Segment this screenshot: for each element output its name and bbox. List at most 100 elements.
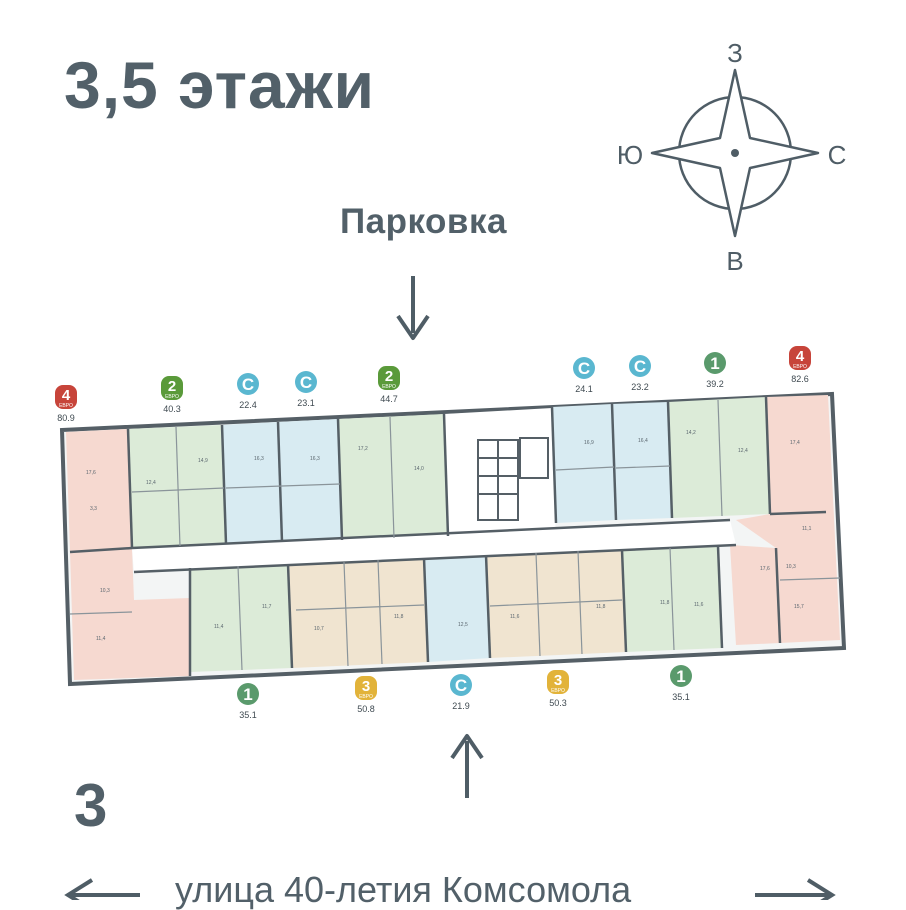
apartment-type-label: С [578, 359, 590, 378]
svg-text:17,2: 17,2 [358, 446, 368, 452]
svg-text:12,4: 12,4 [146, 480, 156, 486]
apartment-markers: 4ЕВРО80.92ЕВРО40.3С22.4С23.12ЕВРО44.7С24… [55, 346, 811, 720]
apartment-badge-shape [55, 385, 77, 409]
street-right-arrow-icon [755, 878, 836, 900]
svg-text:17,4: 17,4 [790, 440, 800, 446]
svg-text:10,3: 10,3 [100, 588, 110, 594]
apartment-area-label: 50.8 [357, 704, 375, 714]
section-number: 3 [74, 772, 108, 839]
apartment-area-label: 23.2 [631, 382, 649, 392]
parking-arrow-icon [396, 276, 430, 340]
apartment-euro-label: ЕВРО [359, 694, 373, 700]
svg-text:17,6: 17,6 [86, 470, 96, 476]
apartment-badge-shape [237, 683, 259, 705]
svg-text:11,6: 11,6 [510, 614, 520, 620]
apartment-badge-shape [629, 355, 651, 377]
apartment-type-label: 1 [243, 685, 252, 704]
svg-text:15,7: 15,7 [794, 604, 804, 610]
apartment-euro-label: ЕВРО [165, 394, 179, 400]
compass-east-label: С [827, 140, 847, 170]
svg-text:11,1: 11,1 [802, 526, 812, 532]
street-entrance-arrow-icon [450, 734, 484, 798]
svg-text:14,0: 14,0 [414, 466, 424, 472]
apartment-type-label: 3 [362, 678, 370, 695]
apartment-area-label: 44.7 [380, 394, 398, 404]
svg-text:10,3: 10,3 [786, 564, 796, 570]
svg-text:12,5: 12,5 [458, 622, 468, 628]
apartment-badge-12: С 21.9 [450, 674, 472, 711]
apartment-type-label: С [634, 357, 646, 376]
apartment-euro-label: ЕВРО [551, 688, 565, 694]
svg-text:16,4: 16,4 [638, 438, 648, 444]
apartment-badge-10: 135.1 [237, 683, 259, 720]
apartment-area-label: 40.3 [163, 404, 181, 414]
apartment-type-label: 3 [554, 672, 562, 689]
apartment-euro-label: ЕВРО [59, 403, 73, 409]
apartment-badge-shape [789, 346, 811, 370]
apartment-euro-label: ЕВРО [382, 384, 396, 390]
apartment-badge-shape [355, 676, 377, 700]
apartment-area-label: 35.1 [239, 710, 257, 720]
apartment-type-label: 1 [676, 667, 685, 686]
apartment-badge-3: С 22.4 [237, 373, 259, 410]
svg-text:11,8: 11,8 [596, 604, 606, 610]
svg-text:12,4: 12,4 [738, 448, 748, 454]
floors-title: 3,5 этажи [64, 48, 376, 122]
svg-text:11,8: 11,8 [394, 614, 404, 620]
apartment-area-label: 22.4 [239, 400, 257, 410]
apartment-area-label: 39.2 [706, 379, 724, 389]
apartment-badge-4: С 23.1 [295, 371, 317, 408]
apartment-type-label: 4 [62, 387, 71, 404]
svg-text:14,9: 14,9 [198, 458, 208, 464]
apartment-area-label: 23.1 [297, 398, 315, 408]
apartment-area-label: 80.9 [57, 413, 75, 423]
svg-text:11,4: 11,4 [96, 636, 106, 642]
apartment-type-label: С [300, 373, 312, 392]
svg-text:14,2: 14,2 [686, 430, 696, 436]
svg-text:17,6: 17,6 [760, 566, 770, 572]
svg-text:11,7: 11,7 [262, 604, 272, 610]
compass-south-label: В [726, 246, 744, 276]
apartment-badge-shape [161, 376, 183, 400]
apartment-area-label: 21.9 [452, 701, 470, 711]
apartment-badge-shape [547, 670, 569, 694]
apartment-badge-14: 135.1 [670, 665, 692, 702]
apartment-badge-shape [573, 357, 595, 379]
svg-text:16,3: 16,3 [254, 456, 264, 462]
apartment-type-label: 2 [168, 378, 176, 395]
compass-rose-icon [650, 68, 820, 238]
svg-text:16,3: 16,3 [310, 456, 320, 462]
svg-text:16,9: 16,9 [584, 440, 594, 446]
apartment-area-label: 50.3 [549, 698, 567, 708]
apartment-euro-label: ЕВРО [793, 364, 807, 370]
apartment-badge-shape [378, 366, 400, 390]
apartment-type-label: 1 [710, 354, 719, 373]
apartment-area-label: 82.6 [791, 374, 809, 384]
compass-west-label: Ю [616, 140, 644, 170]
apartment-area-label: 24.1 [575, 384, 593, 394]
apartment-type-label: С [242, 375, 254, 394]
svg-text:3,3: 3,3 [90, 506, 97, 512]
apartment-badge-7: С 23.2 [629, 355, 651, 392]
apartment-badge-8: 139.2 [704, 352, 726, 389]
apartment-type-label: С [455, 676, 467, 695]
apartment-badge-shape [295, 371, 317, 393]
apartment-type-label: 2 [385, 368, 393, 385]
svg-text:10,7: 10,7 [314, 626, 324, 632]
svg-text:11,4: 11,4 [214, 624, 224, 630]
apartment-badge-shape [704, 352, 726, 374]
street-left-arrow-icon [64, 878, 140, 900]
apartment-badge-shape [237, 373, 259, 395]
apartment-area-label: 35.1 [672, 692, 690, 702]
apartment-badge-6: С 24.1 [573, 357, 595, 394]
svg-text:11,6: 11,6 [694, 602, 704, 608]
parking-label: Парковка [340, 202, 507, 241]
apartment-badge-shape [670, 665, 692, 687]
